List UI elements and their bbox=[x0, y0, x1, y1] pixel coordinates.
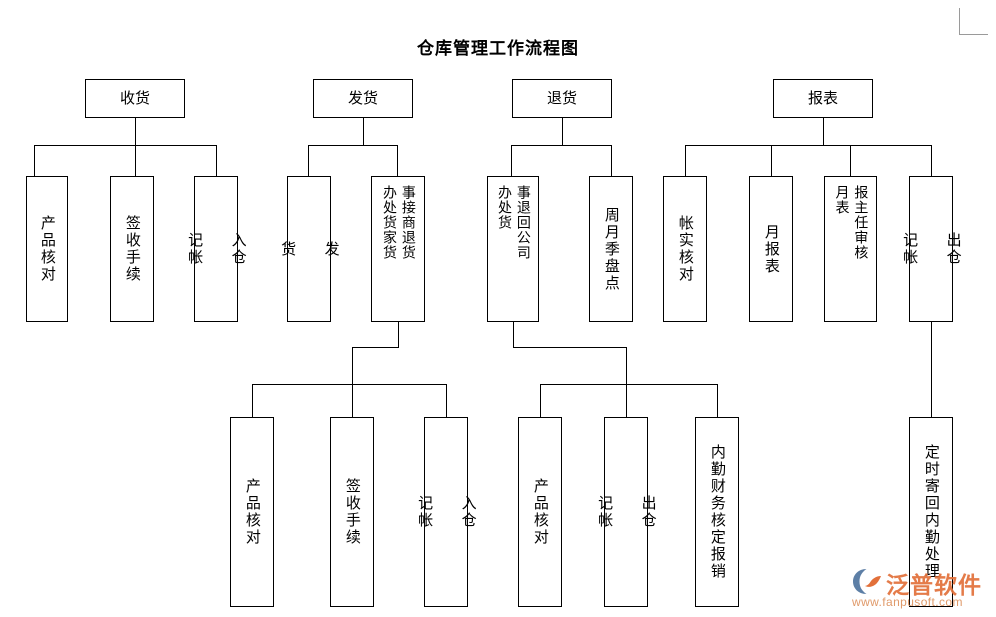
connector-shipping-bus bbox=[308, 145, 397, 146]
connector-reports-bus bbox=[685, 145, 931, 146]
node-signoff-2[interactable]: 签收手续 bbox=[330, 417, 374, 607]
node-manager-review[interactable]: 报主任审核 月表 bbox=[824, 176, 877, 322]
node-product-check-1[interactable]: 产品核对 bbox=[26, 176, 68, 322]
node-reports-label: 报表 bbox=[807, 89, 838, 108]
node-return-to-company-label: 事退回公司 办处货 bbox=[496, 185, 531, 260]
connector-shipping-drop-2 bbox=[397, 145, 398, 176]
node-ship-goods-label: 发 货 bbox=[279, 240, 341, 258]
node-inbound-ledger-2[interactable]: 入仓 记帐 bbox=[416, 417, 478, 607]
connector-receiving-drop-3 bbox=[216, 145, 217, 176]
node-signoff-1-label: 签收手续 bbox=[123, 215, 142, 283]
connector-merchant-return-jog bbox=[352, 347, 399, 348]
node-finance-reimburse-label: 内勤财务核定报销 bbox=[708, 444, 727, 580]
node-inbound-ledger-1-label: 入仓 记帐 bbox=[186, 232, 248, 266]
node-monthly-report-label: 月报表 bbox=[762, 223, 781, 275]
node-merchant-return-label: 事接商退货 办处货家货 bbox=[381, 185, 416, 260]
page-margin-corner-mark bbox=[959, 8, 988, 35]
node-inbound-ledger-2-label: 入仓 记帐 bbox=[416, 495, 478, 529]
node-mail-back-office-label: 定时寄回内勤处理 bbox=[922, 444, 941, 580]
node-finance-reimburse[interactable]: 内勤财务核定报销 bbox=[695, 417, 739, 607]
node-returns[interactable]: 退货 bbox=[512, 79, 612, 118]
connector-returns-bus bbox=[511, 145, 611, 146]
connector-receiving-drop-1 bbox=[34, 145, 35, 176]
connector-return-company-drop-3 bbox=[717, 384, 718, 417]
connector-reports-drop-1 bbox=[685, 145, 686, 176]
connector-merchant-return-riser bbox=[352, 347, 353, 384]
connector-outbound-to-mailback bbox=[931, 322, 932, 417]
node-ledger-reconcile-label: 帐实核对 bbox=[676, 215, 695, 283]
connector-reports-drop-2 bbox=[771, 145, 772, 176]
connector-return-company-stem bbox=[513, 322, 514, 347]
node-inbound-ledger-1[interactable]: 入仓 记帐 bbox=[186, 176, 248, 322]
connector-return-company-riser bbox=[626, 347, 627, 384]
connector-returns-stem bbox=[562, 118, 563, 145]
connector-return-company-drop-1 bbox=[540, 384, 541, 417]
connector-receiving-drop-2 bbox=[135, 145, 136, 176]
connector-return-company-jog bbox=[513, 347, 626, 348]
node-monthly-report[interactable]: 月报表 bbox=[749, 176, 793, 322]
connector-merchant-return-drop-3 bbox=[446, 384, 447, 417]
node-product-check-2[interactable]: 产品核对 bbox=[230, 417, 274, 607]
connector-reports-stem bbox=[823, 118, 824, 145]
node-product-check-2-label: 产品核对 bbox=[243, 478, 262, 546]
connector-merchant-return-stem bbox=[398, 322, 399, 347]
connector-merchant-return-drop-1 bbox=[252, 384, 253, 417]
node-mail-back-office[interactable]: 定时寄回内勤处理 bbox=[909, 417, 953, 607]
node-receiving[interactable]: 收货 bbox=[85, 79, 185, 118]
page-title: 仓库管理工作流程图 bbox=[417, 39, 579, 59]
connector-returns-drop-1 bbox=[511, 145, 512, 176]
node-product-check-3-label: 产品核对 bbox=[531, 478, 550, 546]
connector-returns-drop-2 bbox=[611, 145, 612, 176]
node-product-check-3[interactable]: 产品核对 bbox=[518, 417, 562, 607]
node-signoff-2-label: 签收手续 bbox=[343, 478, 362, 546]
node-outbound-ledger-2-label: 出仓 记帐 bbox=[596, 495, 658, 529]
node-ledger-reconcile[interactable]: 帐实核对 bbox=[663, 176, 707, 322]
connector-merchant-return-bus bbox=[252, 384, 446, 385]
connector-receiving-stem bbox=[135, 118, 136, 145]
node-manager-review-label: 报主任审核 月表 bbox=[833, 185, 869, 260]
connector-reports-drop-4 bbox=[931, 145, 932, 176]
connector-return-company-drop-2 bbox=[626, 384, 627, 417]
connector-return-company-bus bbox=[540, 384, 717, 385]
node-outbound-ledger-top[interactable]: 出仓 记帐 bbox=[901, 176, 963, 322]
node-merchant-return[interactable]: 事接商退货 办处货家货 bbox=[371, 176, 425, 322]
fanpu-swoosh-icon bbox=[853, 569, 881, 594]
node-stocktake[interactable]: 周月季盘点 bbox=[589, 176, 633, 322]
connector-shipping-drop-1 bbox=[308, 145, 309, 176]
node-outbound-ledger-2[interactable]: 出仓 记帐 bbox=[596, 417, 658, 607]
node-stocktake-label: 周月季盘点 bbox=[602, 206, 621, 292]
node-ship-goods[interactable]: 发 货 bbox=[279, 176, 341, 322]
node-returns-label: 退货 bbox=[546, 89, 577, 108]
node-shipping[interactable]: 发货 bbox=[313, 79, 413, 118]
connector-shipping-stem bbox=[363, 118, 364, 145]
node-reports[interactable]: 报表 bbox=[773, 79, 873, 118]
node-return-to-company[interactable]: 事退回公司 办处货 bbox=[487, 176, 539, 322]
node-receiving-label: 收货 bbox=[119, 89, 150, 108]
connector-reports-drop-3 bbox=[850, 145, 851, 176]
connector-receiving-bus bbox=[34, 145, 216, 146]
connector-merchant-return-drop-2 bbox=[352, 384, 353, 417]
node-shipping-label: 发货 bbox=[347, 89, 378, 108]
node-product-check-1-label: 产品核对 bbox=[38, 215, 57, 283]
node-outbound-ledger-top-label: 出仓 记帐 bbox=[901, 232, 963, 266]
node-signoff-1[interactable]: 签收手续 bbox=[110, 176, 154, 322]
